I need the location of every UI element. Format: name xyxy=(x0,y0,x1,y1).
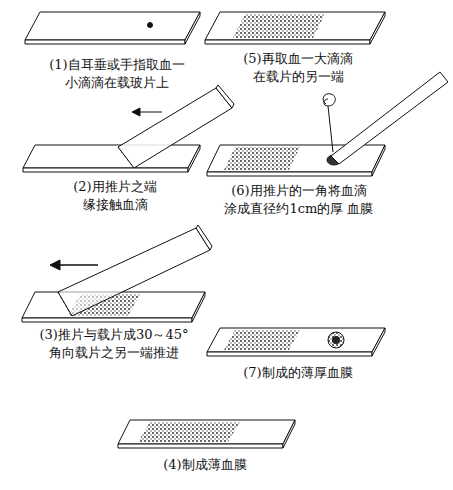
step-caption: (7)制成的薄厚血膜 xyxy=(212,364,384,382)
spreader-slide xyxy=(58,225,212,316)
push-arrow xyxy=(132,108,162,116)
spreader-slide xyxy=(323,72,448,164)
step-caption: (2)用推片之端 缘接触血滴 xyxy=(40,178,190,213)
glass-slide xyxy=(25,12,200,44)
step-caption: (5)再取血一大滴滴 在载片的另一端 xyxy=(212,50,384,85)
glass-slide xyxy=(207,328,385,356)
glass-slide xyxy=(205,12,385,44)
step-caption: (1)自耳垂或手指取血一 小滴滴在载玻片上 xyxy=(22,56,212,91)
glass-slide xyxy=(23,145,200,172)
step-caption: (3)推片与载片成30～45° 角向载片之另一端推进 xyxy=(14,326,214,361)
glass-slide xyxy=(118,420,295,448)
step-caption: (4)制成薄血膜 xyxy=(120,456,290,474)
push-arrow xyxy=(50,260,98,270)
step-caption: (6)用推片的一角将血滴 涂成直径约1cm的厚 血膜 xyxy=(210,182,388,217)
